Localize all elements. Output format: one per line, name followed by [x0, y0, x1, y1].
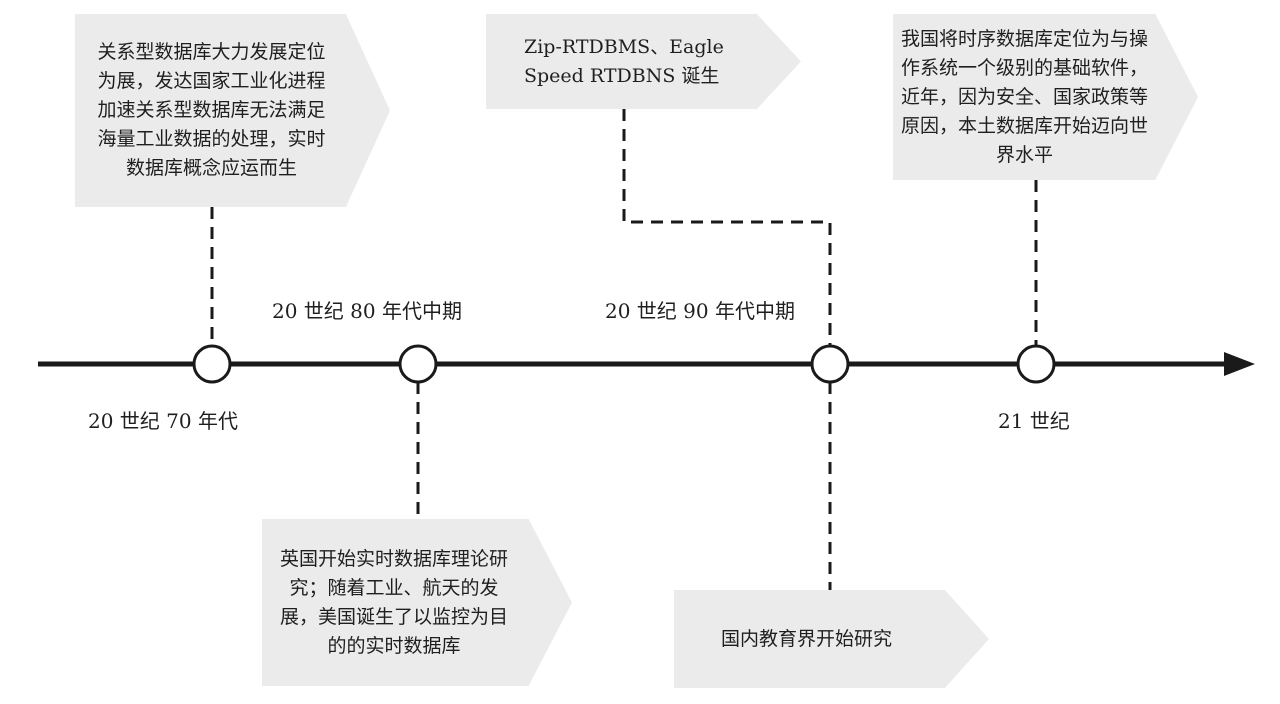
connector-zip: [622, 109, 832, 346]
event-tag-21st-century: 我国将时序数据库定位为与操作系统一个级别的基础软件，近年，因为安全、国家政策等原…: [893, 14, 1198, 180]
timeline-arrowhead: [1224, 352, 1255, 376]
event-tag-education: 国内教育界开始研究: [674, 590, 989, 688]
period-label-1980: 20 世纪 80 年代中期: [272, 299, 462, 323]
node-1990: [810, 344, 850, 384]
node-1980: [398, 344, 438, 384]
period-label-1990: 20 世纪 90 年代中期: [605, 299, 795, 323]
event-text-21st-century: 我国将时序数据库定位为与操作系统一个级别的基础软件，近年，因为安全、国家政策等原…: [901, 27, 1149, 166]
period-label-21st-century: 21 世纪: [998, 409, 1070, 433]
event-tag-1980: 英国开始实时数据库理论研究；随着工业、航天的发展，美国诞生了以监控为目的的实时数…: [262, 519, 572, 686]
event-text-zip-rtdbms: Zip-RTDBMS、Eagle Speed RTDBNS 诞生: [524, 35, 724, 87]
event-tag-1970: 关系型数据库大力发展定位为展，发达国家工业化进程加速关系型数据库无法满足海量工业…: [75, 14, 390, 207]
event-text-1970: 关系型数据库大力发展定位为展，发达国家工业化进程加速关系型数据库无法满足海量工业…: [97, 41, 326, 179]
period-label-1970: 20 世纪 70 年代: [88, 409, 238, 433]
event-tag-zip-rtdbms: Zip-RTDBMS、Eagle Speed RTDBNS 诞生: [486, 14, 801, 109]
event-text-1980: 英国开始实时数据库理论研究；随着工业、航天的发展，美国诞生了以监控为目的的实时数…: [279, 547, 508, 657]
node-21c: [1016, 344, 1056, 384]
node-1970: [192, 344, 232, 384]
event-text-education: 国内教育界开始研究: [720, 627, 892, 650]
